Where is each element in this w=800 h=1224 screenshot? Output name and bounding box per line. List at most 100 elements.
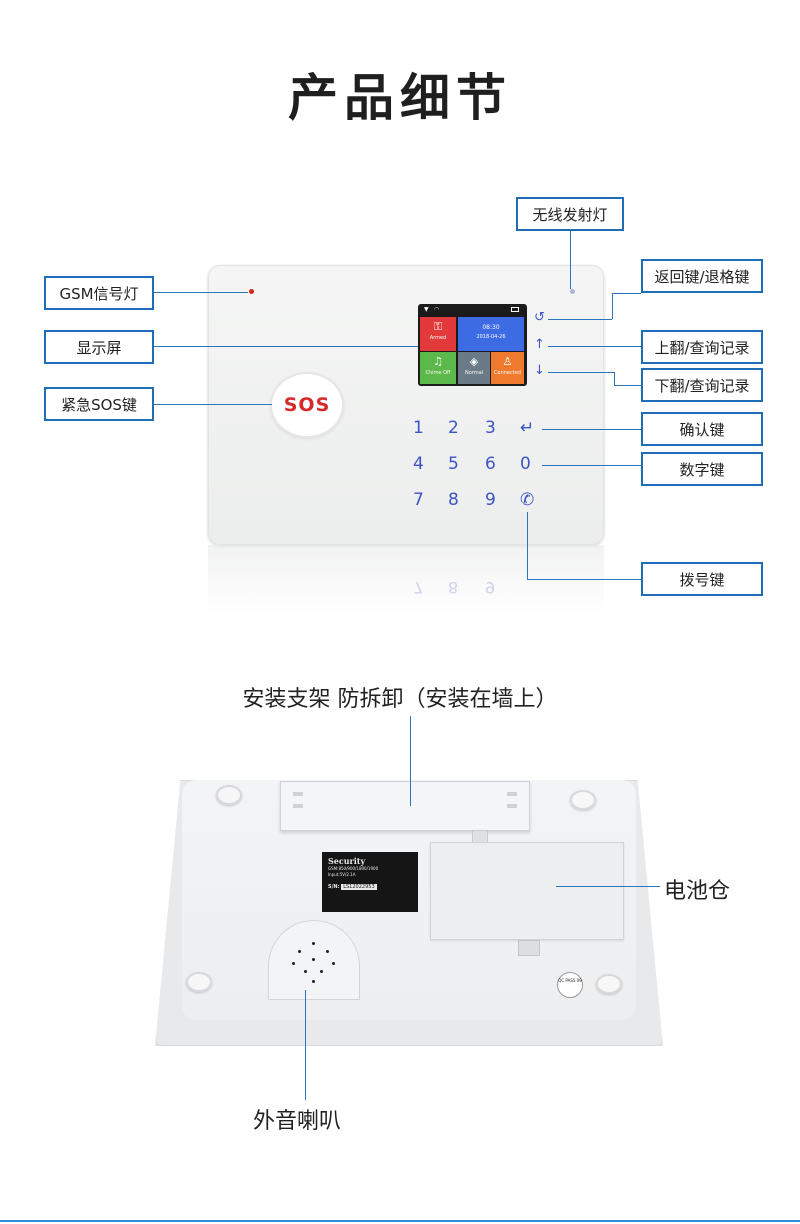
enter-key-icon[interactable]: ↵ xyxy=(520,418,535,438)
gsm-led xyxy=(249,289,254,294)
panel-reflection xyxy=(208,545,604,615)
label-up-key: 上翻/查询记录 xyxy=(641,330,763,364)
bracket-slot xyxy=(507,792,517,796)
key-1[interactable]: 1 xyxy=(413,418,424,438)
shield-icon: ◈ xyxy=(469,355,479,368)
bracket-slot xyxy=(293,792,303,796)
phone-icon[interactable]: ✆ xyxy=(520,490,535,510)
connector-line xyxy=(542,429,641,430)
label-battery: 电池仓 xyxy=(664,879,731,904)
label-confirm-key: 确认键 xyxy=(641,412,763,446)
connector-line xyxy=(154,404,272,405)
tile-normal[interactable]: ◈ Normal xyxy=(458,352,490,384)
clock-date: 2018-04-26 xyxy=(476,334,506,340)
connector-line xyxy=(548,372,614,373)
key-4[interactable]: 4 xyxy=(413,454,424,474)
connector-line xyxy=(527,579,641,580)
display-screen: ▼ ◠ ⚿ Armed 08:30 2018-04-26 ♫ Chime Off… xyxy=(418,304,527,386)
key-3[interactable]: 3 xyxy=(485,418,496,438)
key-8[interactable]: 8 xyxy=(448,490,459,510)
connector-line xyxy=(154,346,418,347)
bracket-slot xyxy=(507,804,517,808)
tile-armed[interactable]: ⚿ Armed xyxy=(420,317,456,351)
alarm-panel-front xyxy=(208,265,604,545)
connector-line xyxy=(614,385,641,386)
key-7[interactable]: 7 xyxy=(413,490,424,510)
connector-line xyxy=(305,990,306,1100)
label-number-keys: 数字键 xyxy=(641,452,763,486)
clock-time: 08:30 xyxy=(482,324,500,331)
connector-line xyxy=(548,319,612,320)
speaker-hole xyxy=(304,970,307,973)
key-6[interactable]: 6 xyxy=(485,454,496,474)
speaker-hole xyxy=(320,970,323,973)
connector-line xyxy=(614,372,615,385)
connector-line xyxy=(570,231,571,289)
connector-line xyxy=(527,512,528,579)
speaker-hole xyxy=(298,950,301,953)
key-0[interactable]: 0 xyxy=(520,454,531,474)
wireless-led xyxy=(570,289,575,294)
key-9[interactable]: 9 xyxy=(485,490,496,510)
connector-line xyxy=(542,465,641,466)
lock-icon: ⚿ xyxy=(433,320,443,333)
speaker-hole xyxy=(326,950,329,953)
back-key-icon[interactable]: ↺ xyxy=(534,310,545,325)
wifi-icon: ◠ xyxy=(434,306,440,313)
nameplate-input: Input:5V/2.1A xyxy=(328,872,356,877)
speaker-hole xyxy=(312,958,315,961)
key-2[interactable]: 2 xyxy=(448,418,459,438)
battery-latch xyxy=(518,940,540,956)
nameplate-gsm: GSM:850/900/1800/1900 xyxy=(328,866,379,871)
label-speaker: 外音喇叭 xyxy=(253,1109,342,1134)
connector-line xyxy=(154,292,248,293)
connector-line xyxy=(548,346,641,347)
speaker-grille xyxy=(268,920,360,1000)
connector-line xyxy=(612,293,641,294)
speaker-hole xyxy=(312,942,315,945)
screen-status-bar: ▼ ◠ xyxy=(420,306,525,315)
reflection-key: 8 xyxy=(448,578,459,597)
bracket-slot xyxy=(293,804,303,808)
connector-line xyxy=(556,886,660,887)
nameplate-label: Security GSM:850/900/1800/1900 Input:5V/… xyxy=(322,852,418,912)
label-wireless-led: 无线发射灯 xyxy=(516,197,624,231)
key-5[interactable]: 5 xyxy=(448,454,459,474)
bottom-divider xyxy=(0,1220,800,1222)
battery-compartment[interactable] xyxy=(430,842,624,940)
speaker-hole xyxy=(332,962,335,965)
tile-connected[interactable]: ♙ Connected xyxy=(491,352,524,384)
tile-chime[interactable]: ♫ Chime Off xyxy=(420,352,456,384)
reflection-key: 9 xyxy=(485,578,496,597)
rubber-foot xyxy=(216,785,242,805)
nameplate-brand: Security xyxy=(328,856,366,866)
sos-label: SOS xyxy=(283,394,331,416)
label-dial-key: 拨号键 xyxy=(641,562,763,596)
connector-line xyxy=(612,293,613,319)
qc-pass-sticker: QC PASS 09 xyxy=(557,972,583,998)
label-sos-key: 紧急SOS键 xyxy=(44,387,154,421)
speaker-hole xyxy=(292,962,295,965)
reflection-key: 7 xyxy=(413,578,424,597)
down-arrow-icon[interactable]: ↓ xyxy=(534,363,545,378)
label-down-key: 下翻/查询记录 xyxy=(641,368,763,402)
label-display: 显示屏 xyxy=(44,330,154,364)
bell-icon: ♫ xyxy=(433,355,443,368)
connector-line xyxy=(410,716,411,806)
label-gsm-led: GSM信号灯 xyxy=(44,276,154,310)
up-arrow-icon[interactable]: ↑ xyxy=(534,337,545,352)
label-back-key: 返回键/退格键 xyxy=(641,259,763,293)
rubber-foot xyxy=(570,790,596,810)
rubber-foot xyxy=(596,974,622,994)
user-icon: ♙ xyxy=(502,355,513,368)
battery-icon xyxy=(511,307,519,312)
tile-clock: 08:30 2018-04-26 xyxy=(458,317,524,351)
nameplate-sn: S/N: LS12022953 xyxy=(328,884,377,890)
rubber-foot xyxy=(186,972,212,992)
wall-mount-bracket xyxy=(280,781,530,831)
speaker-hole xyxy=(312,980,315,983)
signal-icon: ▼ xyxy=(424,306,429,313)
back-section-title: 安装支架 防拆卸（安装在墙上） xyxy=(242,687,558,712)
page-title: 产品细节 xyxy=(288,69,512,127)
sos-button[interactable]: SOS xyxy=(272,374,342,436)
